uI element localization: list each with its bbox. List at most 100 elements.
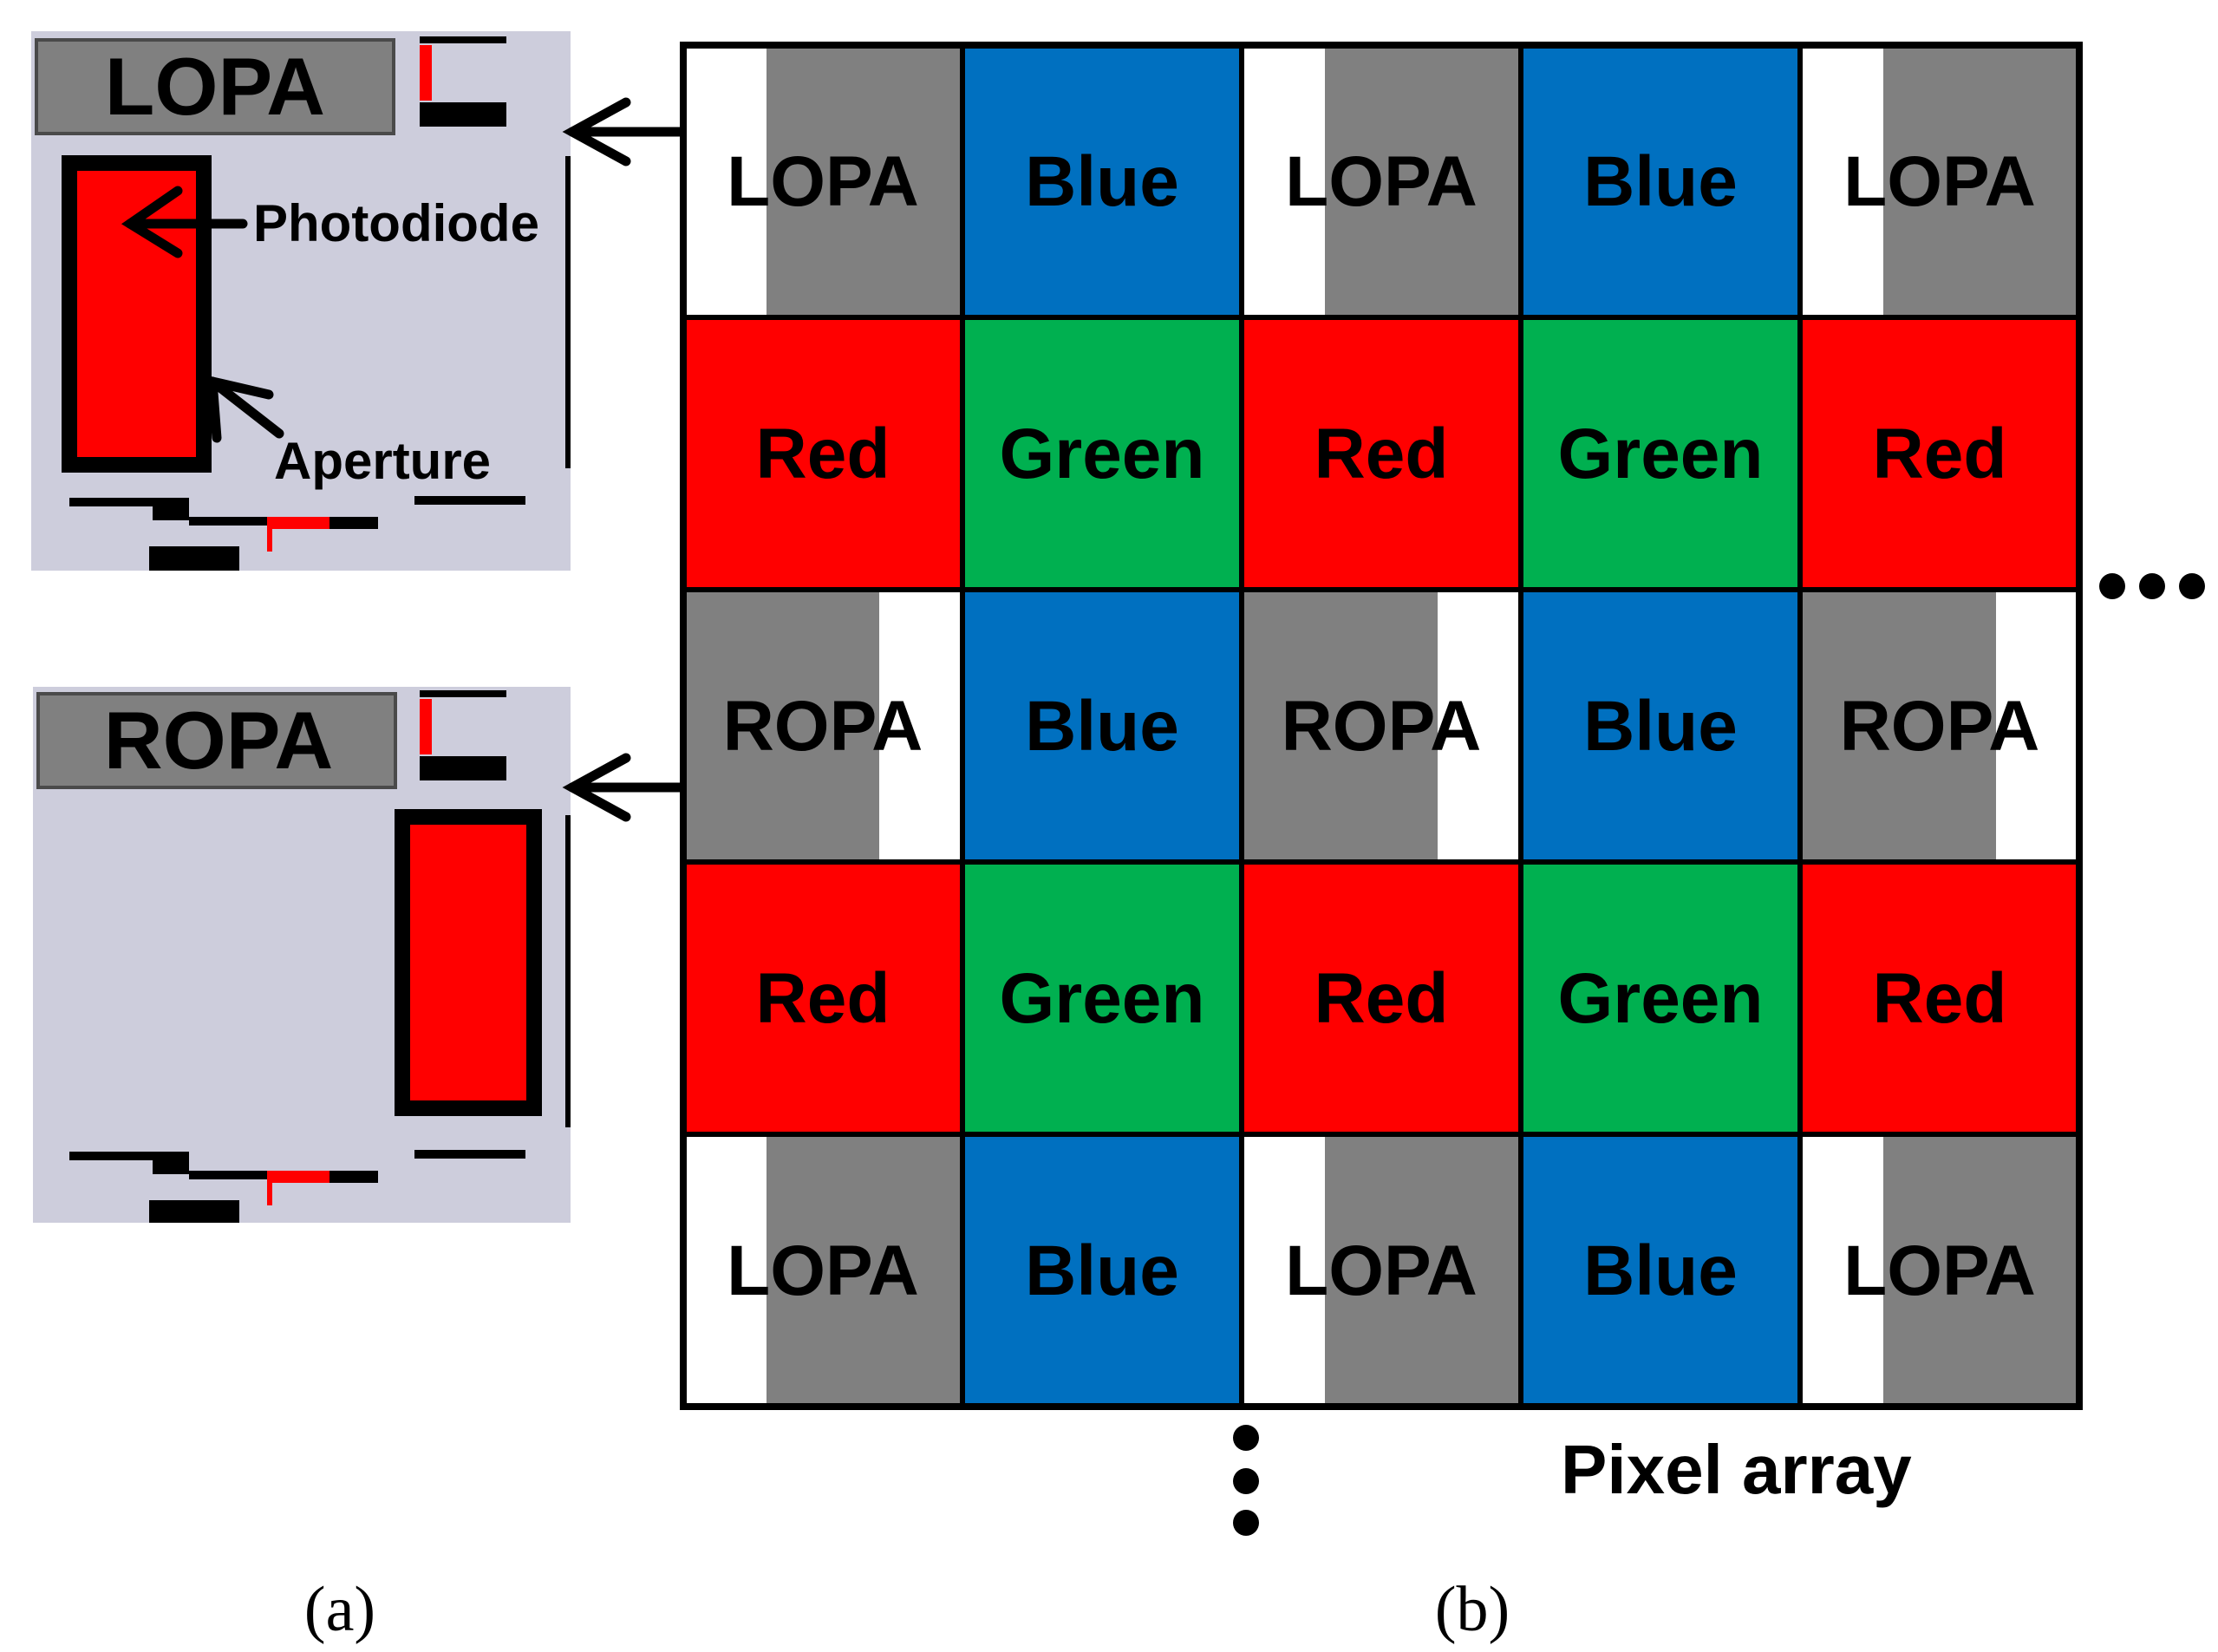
ropa-detail-panel: ROPA <box>33 687 571 1223</box>
wire-fragment <box>149 546 239 571</box>
pixel-cell-lopa: LOPA <box>1797 42 2082 320</box>
pixel-cell-fill <box>683 862 962 1134</box>
wire-fragment <box>420 699 432 754</box>
pixel-cell-fill <box>1242 317 1521 590</box>
pixel-cell-label: Red <box>756 415 890 493</box>
ellipsis-icon <box>1233 1425 1259 1536</box>
pixel-cell-blue: Blue <box>1518 587 1803 865</box>
pixel-cell-lopa: LOPA <box>1239 1132 1523 1409</box>
pixel-cell-green: Green <box>1518 315 1803 592</box>
pixel-cell-blue: Blue <box>960 587 1244 865</box>
pixel-cell-lopa: LOPA <box>681 42 965 320</box>
pixel-cell-label: ROPA <box>1840 687 2040 766</box>
panel-b-caption: (b) <box>1435 1574 1510 1645</box>
aperture-opening <box>1996 590 2079 862</box>
photodiode-label: Photodiode <box>253 194 539 252</box>
pixel-cell-label: ROPA <box>723 687 923 766</box>
pixel-cell-label: Red <box>756 959 890 1038</box>
pixel-cell-lopa: LOPA <box>1239 42 1523 320</box>
pixel-cell-ropa: ROPA <box>681 587 965 865</box>
pixel-cell-red: Red <box>681 859 965 1137</box>
pixel-cell-label: LOPA <box>1285 142 1478 221</box>
pixel-cell-blue: Blue <box>960 1132 1244 1409</box>
wire-fragment <box>69 1152 189 1160</box>
panel-a-caption: (a) <box>304 1574 375 1645</box>
pixel-cell-label: Blue <box>1025 1231 1179 1310</box>
aperture-opening <box>1438 590 1521 862</box>
wire-fragment <box>420 102 506 127</box>
pixel-cell-green: Green <box>1518 859 1803 1137</box>
pixel-cell-lopa: LOPA <box>1797 1132 2082 1409</box>
left-arrow-icon <box>121 186 248 258</box>
aperture-opening <box>683 1134 767 1407</box>
aperture-opening <box>1242 1134 1325 1407</box>
lopa-detail-title: LOPA <box>105 41 325 132</box>
pixel-cell-red: Red <box>1797 859 2082 1137</box>
wire-fragment <box>565 815 571 1127</box>
pixel-cell-fill <box>962 317 1242 590</box>
pixel-cell-fill <box>962 590 1242 862</box>
pixel-cell-label: LOPA <box>727 142 919 221</box>
pixel-cell-label: Blue <box>1583 687 1738 766</box>
pixel-cell-label: LOPA <box>1843 142 2036 221</box>
pixel-cell-label: LOPA <box>727 1231 919 1310</box>
pixel-cell-label: Green <box>1558 415 1764 493</box>
wire-fragment <box>153 1152 189 1174</box>
wire-fragment <box>269 1171 329 1183</box>
pixel-cell-red: Red <box>1239 315 1523 592</box>
wire-fragment <box>565 156 571 468</box>
pixel-cell-fill <box>962 1134 1242 1407</box>
pixel-cell-fill <box>1800 317 2079 590</box>
pixel-cell-green: Green <box>960 859 1244 1137</box>
wire-fragment <box>69 498 189 506</box>
pixel-cell-fill <box>1521 317 1800 590</box>
wire-fragment <box>267 1171 272 1205</box>
aperture-opening <box>879 590 962 862</box>
pixel-cell-blue: Blue <box>1518 42 1803 320</box>
pixel-cell-label: Green <box>1000 959 1205 1038</box>
pixel-cell-red: Red <box>1239 859 1523 1137</box>
pixel-array-label: Pixel array <box>1561 1431 1912 1508</box>
pixel-cell-ropa: ROPA <box>1797 587 2082 865</box>
pixel-cell-lopa: LOPA <box>681 1132 965 1409</box>
aperture-opening <box>1800 1134 1883 1407</box>
pixel-cell-label: Red <box>1873 415 2007 493</box>
pixel-cell-red: Red <box>1797 315 2082 592</box>
wire-fragment <box>269 517 329 529</box>
lopa-title-box <box>35 38 395 135</box>
pixel-cell-fill <box>1521 1134 1800 1407</box>
wire-fragment <box>420 690 506 697</box>
pixel-cell-label: LOPA <box>1285 1231 1478 1310</box>
pixel-cell-green: Green <box>960 315 1244 592</box>
pixel-cell-label: Red <box>1314 959 1449 1038</box>
pixel-cell-label: Green <box>1000 415 1205 493</box>
pixel-cell-label: Blue <box>1583 1231 1738 1310</box>
aperture-opening <box>1800 45 1883 317</box>
pixel-cell-fill <box>962 45 1242 317</box>
pixel-cell-fill <box>683 317 962 590</box>
lopa-detail-panel: LOPA Photodiode Aperture <box>31 31 571 571</box>
pixel-cell-label: Red <box>1314 415 1449 493</box>
pixel-cell-fill <box>1242 862 1521 1134</box>
aperture-label: Aperture <box>274 432 491 490</box>
pixel-cell-fill <box>1521 590 1800 862</box>
wire-fragment <box>267 517 272 552</box>
ropa-detail-title: ROPA <box>104 695 334 786</box>
pixel-cell-label: Blue <box>1025 142 1179 221</box>
wire-fragment <box>414 1150 525 1159</box>
aperture-opening <box>1242 45 1325 317</box>
pixel-cell-label: Red <box>1873 959 2007 1038</box>
pixel-cell-fill <box>1521 45 1800 317</box>
pixel-cell-label: Blue <box>1025 687 1179 766</box>
pixel-cell-fill <box>962 862 1242 1134</box>
pixel-cell-label: Blue <box>1583 142 1738 221</box>
ellipsis-icon <box>2099 573 2205 599</box>
pixel-cell-label: LOPA <box>1843 1231 2036 1310</box>
pixel-grid-outline <box>680 42 2083 1410</box>
pixel-cell-blue: Blue <box>1518 1132 1803 1409</box>
photodiode <box>62 155 212 473</box>
pixel-cell-label: Green <box>1558 959 1764 1038</box>
pixel-cell-blue: Blue <box>960 42 1244 320</box>
